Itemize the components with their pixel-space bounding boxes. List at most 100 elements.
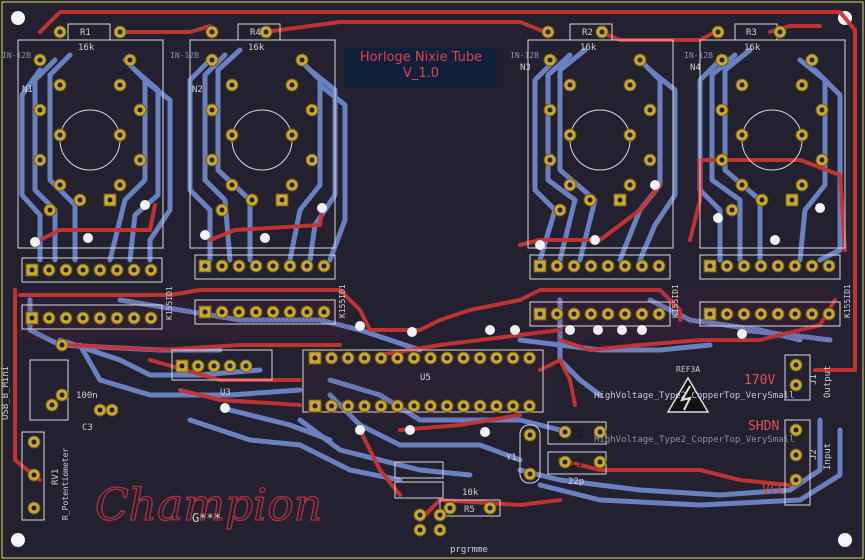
- pad-hole: [63, 315, 69, 321]
- pad-hole: [547, 107, 553, 113]
- pad-hole: [345, 355, 351, 361]
- via: [617, 325, 627, 335]
- pad-hole: [707, 263, 713, 269]
- pad-hole: [328, 403, 335, 409]
- pad-hole: [209, 107, 215, 113]
- pad-hole: [647, 157, 653, 163]
- pad-hole: [49, 402, 55, 408]
- pad-hole: [59, 392, 65, 398]
- pad-hole: [437, 512, 443, 518]
- r3-value: 16k: [744, 43, 761, 53]
- pad-hole: [328, 355, 335, 361]
- pad-hole: [562, 429, 568, 435]
- j1-label: Output: [823, 365, 833, 398]
- pad-hole: [557, 207, 563, 213]
- via: [407, 327, 417, 337]
- r4-value: 16k: [248, 43, 265, 53]
- pad-hole: [707, 311, 713, 317]
- via: [815, 203, 825, 213]
- pad-hole: [299, 57, 305, 63]
- tube-ref-2: N2: [192, 85, 203, 95]
- pad-hole: [637, 57, 643, 63]
- signature-sub: G***: [192, 511, 221, 525]
- pad-hole: [209, 57, 215, 63]
- pad-hole: [417, 512, 423, 518]
- pad-hole: [719, 107, 725, 113]
- high-voltage-logo: [666, 376, 710, 413]
- pad-hole: [243, 363, 249, 369]
- pad-hole: [202, 309, 208, 315]
- driver-ref-2: K155ID1: [338, 284, 347, 318]
- pad-hole: [427, 403, 434, 409]
- pad-hole: [109, 407, 115, 413]
- label-170v: 170V: [744, 373, 775, 388]
- pad-hole: [792, 311, 798, 317]
- pad-hole: [826, 311, 832, 317]
- pad-hole: [236, 309, 242, 315]
- pad-hole: [605, 263, 611, 269]
- pot-label: R_Potentiometer: [61, 448, 70, 520]
- board-title-line2: V_1.0: [402, 66, 440, 81]
- pad-hole: [819, 107, 825, 113]
- pad-hole: [77, 197, 83, 203]
- via: [637, 325, 647, 335]
- via: [480, 427, 490, 437]
- pad-hole: [809, 311, 815, 317]
- label-shdn: SHDN: [748, 419, 779, 434]
- pad-hole: [219, 263, 225, 269]
- pad-hole: [793, 452, 799, 458]
- pad-hole: [148, 267, 154, 273]
- pad-hole: [253, 309, 259, 315]
- via: [355, 425, 365, 435]
- board-title: Horloge Nixie Tube V_1.0: [345, 50, 497, 82]
- pad-hole: [361, 355, 368, 361]
- pad-hole: [31, 472, 37, 478]
- pad-hole: [63, 267, 69, 273]
- pad-hole: [249, 197, 255, 203]
- pad-hole: [321, 309, 327, 315]
- pad-hole: [799, 132, 805, 138]
- pad-hole: [460, 355, 467, 361]
- pad-hole: [80, 315, 86, 321]
- via: [590, 235, 600, 245]
- via: [770, 235, 780, 245]
- pad-hole: [219, 207, 225, 213]
- pad-hole: [526, 355, 533, 361]
- via: [30, 237, 40, 247]
- via: [650, 180, 660, 190]
- pad-hole: [378, 355, 384, 361]
- pad-hole: [597, 459, 603, 465]
- pad-hole: [127, 57, 133, 63]
- pad-hole: [567, 132, 573, 138]
- pad-hole: [236, 263, 242, 269]
- via: [317, 203, 327, 213]
- pad-hole: [304, 309, 310, 315]
- via: [593, 325, 603, 335]
- driver-ref-1: K155ID1: [165, 286, 174, 320]
- pad-hole: [741, 311, 747, 317]
- pad-hole: [793, 362, 799, 368]
- u5-ref: U5: [420, 373, 431, 383]
- pad-hole: [477, 355, 483, 361]
- pad-hole: [567, 82, 573, 88]
- signature-text: Champion: [95, 480, 322, 531]
- pad-hole: [29, 267, 35, 273]
- pad-hole: [799, 182, 805, 188]
- pad-hole: [759, 197, 765, 203]
- pad-hole: [209, 157, 215, 163]
- via: [200, 230, 210, 240]
- u3-ref: U3: [220, 388, 231, 398]
- pad-hole: [270, 309, 276, 315]
- r1-ref: R1: [80, 28, 91, 38]
- prog-label: prgrmme: [450, 545, 488, 555]
- pad-hole: [411, 355, 417, 361]
- pad-hole: [605, 311, 611, 317]
- pad-hole: [148, 315, 154, 321]
- pad-hole: [715, 29, 721, 35]
- pad-hole: [211, 363, 217, 369]
- silk-text: R1 16k R4 16k R2 16k R3 16k IN-12B IN-12…: [1, 28, 852, 555]
- pad-hole: [537, 311, 543, 317]
- pad-hole: [309, 157, 315, 163]
- pad-hole: [279, 197, 285, 203]
